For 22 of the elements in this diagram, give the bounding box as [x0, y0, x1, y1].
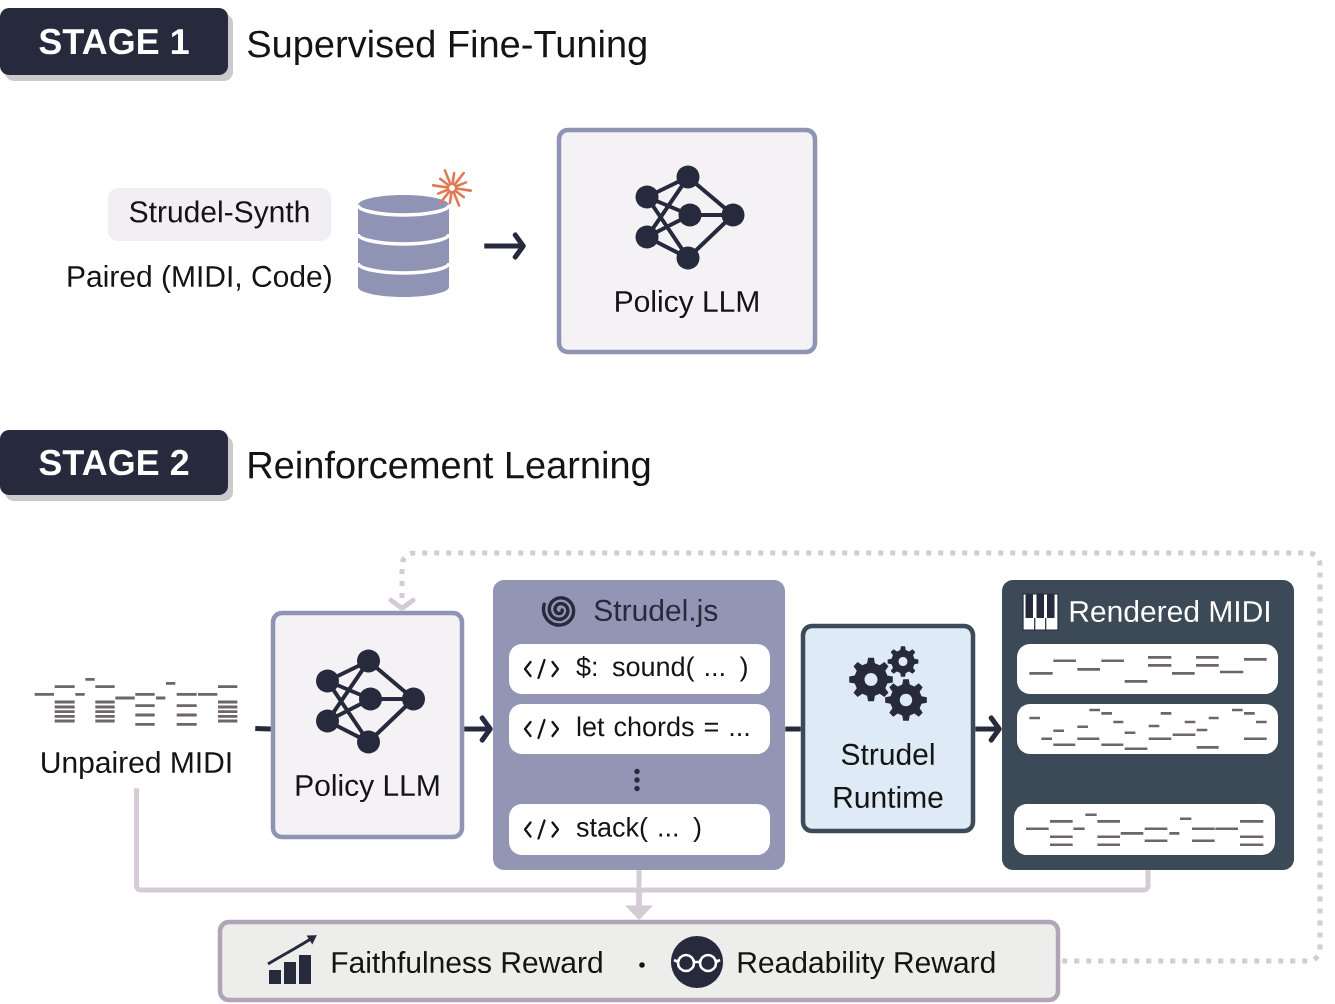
arrow [484, 232, 526, 260]
panel-heading: Strudel.js [594, 599, 718, 628]
box-label: Policy LLM [616, 290, 758, 319]
stage-badge: STAGE 2 [0, 430, 233, 501]
stage-badge: STAGE 1 [0, 8, 233, 81]
section-heading: Reinforcement Learning [249, 450, 650, 487]
connector-line [255, 726, 271, 732]
piano-roll-strip [1014, 804, 1275, 855]
caption-text: Paired (MIDI, Code) [68, 265, 331, 293]
piano-roll-strip [1017, 704, 1278, 754]
dashed-arrow [388, 550, 1323, 964]
piano-roll-strip [1017, 644, 1278, 694]
arrow [464, 715, 493, 743]
reward-label: Faithfulness Reward [332, 951, 602, 974]
panel-heading: Rendered MIDI [1070, 600, 1269, 623]
section-heading: Supervised Fine-Tuning [248, 29, 646, 66]
input-label: Unpaired MIDI [42, 751, 231, 780]
box-label: Policy LLM [296, 774, 439, 803]
box-label: Strudel Runtime [834, 743, 943, 809]
dataset-tag: Strudel-Synth [108, 188, 331, 241]
reward-label: Readability Reward [738, 951, 995, 980]
connector-line [785, 726, 801, 732]
